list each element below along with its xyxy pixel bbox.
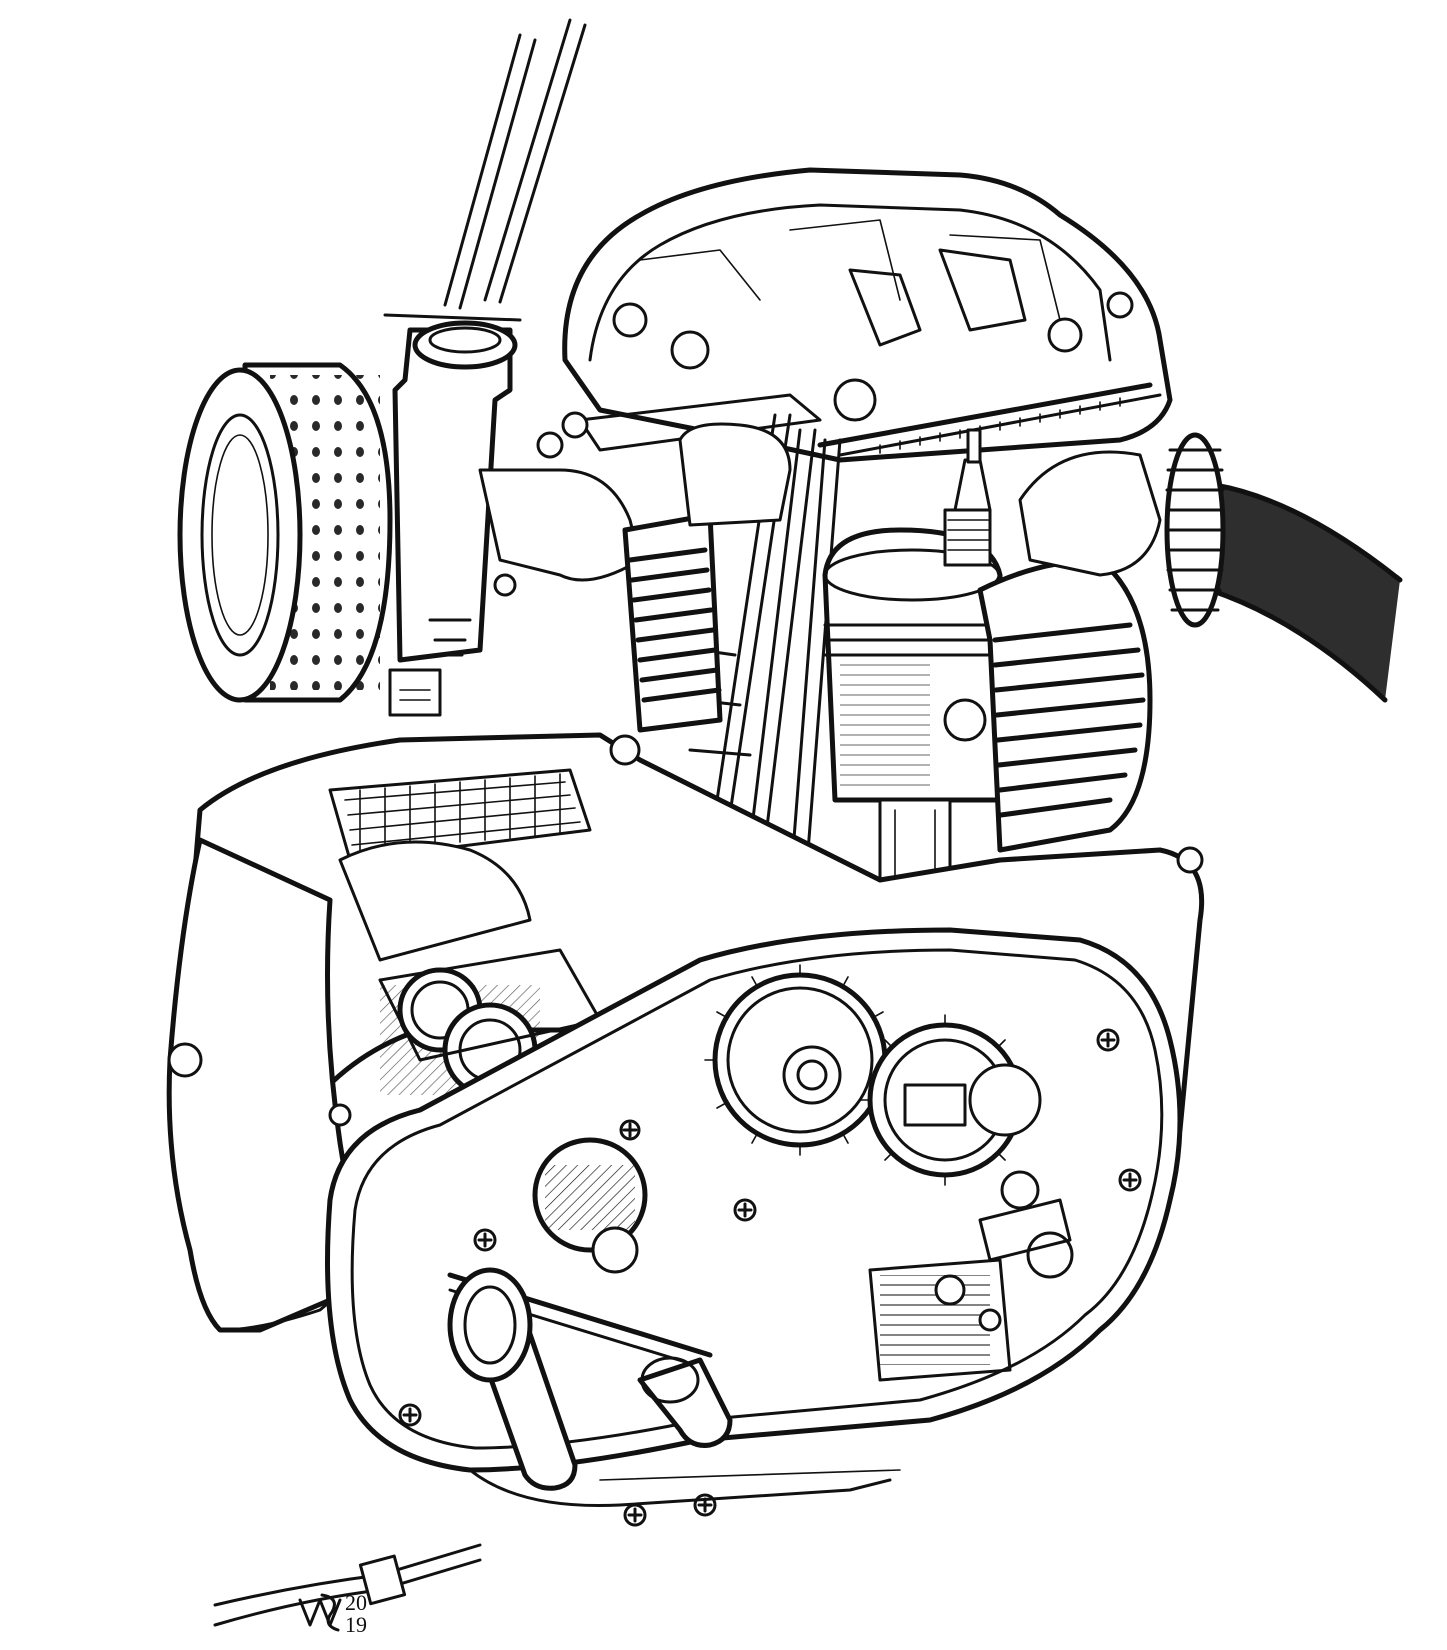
crankcase-base bbox=[468, 1468, 901, 1508]
oil-pump bbox=[868, 1258, 1012, 1382]
signature-year: 20 bbox=[345, 1590, 367, 1615]
kickstart-gear bbox=[447, 1137, 713, 1370]
timing-gear bbox=[704, 964, 896, 1156]
cylinder-barrel-right bbox=[977, 450, 1162, 853]
artist-signature: 20 19 bbox=[298, 1590, 367, 1637]
signature-year-2: 19 bbox=[345, 1612, 367, 1637]
carburettor bbox=[383, 313, 642, 717]
exhaust-pipe bbox=[1164, 432, 1403, 703]
cover-screws bbox=[398, 1028, 1142, 1527]
cylinder-barrel-left bbox=[622, 422, 792, 733]
primary-chain bbox=[328, 768, 592, 962]
contact-breaker bbox=[968, 1063, 1074, 1279]
clutch-cable bbox=[213, 1543, 482, 1627]
throttle-cables bbox=[443, 18, 587, 310]
spark-plug bbox=[943, 428, 992, 567]
cam-gear bbox=[859, 1014, 1031, 1186]
air-filter bbox=[177, 362, 393, 703]
gearbox-shafts bbox=[447, 1267, 733, 1491]
cylinder-head-rocker-box bbox=[536, 167, 1173, 463]
